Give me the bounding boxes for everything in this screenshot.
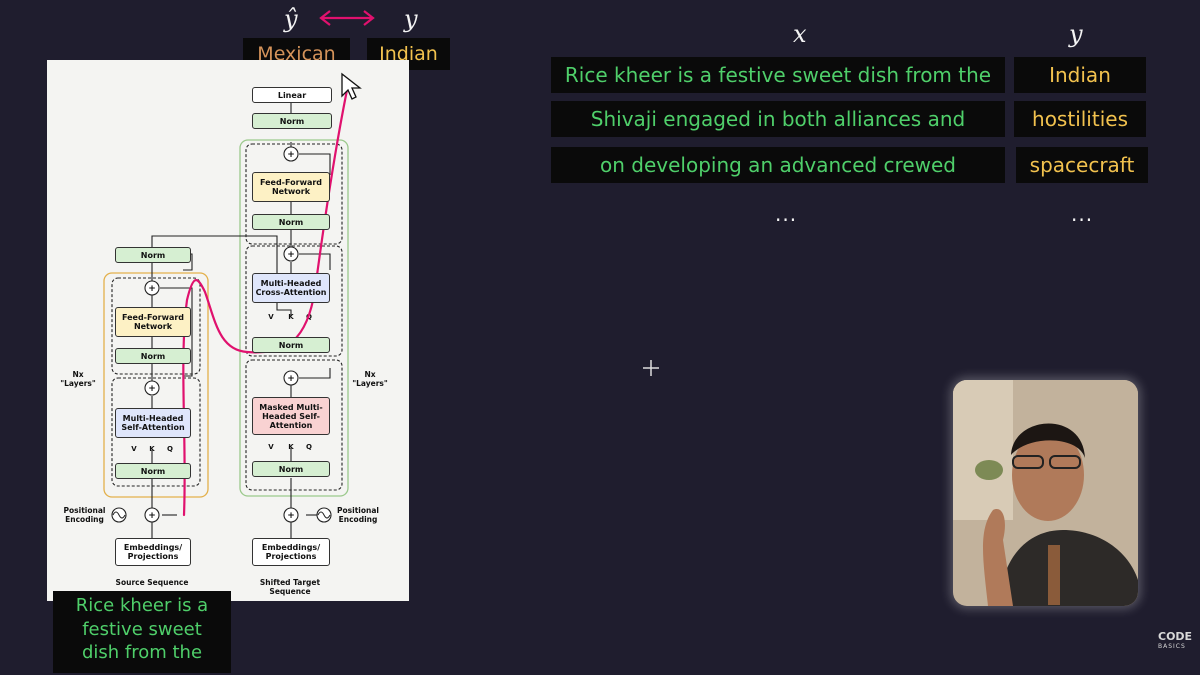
shifted-target-sequence-label: Shifted Target Sequence (259, 578, 321, 596)
decoder-positional-encoding-label: Positional Encoding (337, 506, 379, 524)
decoder-feed-forward-box: Feed-Forward Network (252, 172, 330, 202)
k-input-label: K (149, 445, 155, 453)
y-column-header: y (1069, 20, 1083, 48)
input-sentence-caption: Rice kheer is a festive sweet dish from … (53, 591, 231, 673)
v-input-label: V (268, 443, 274, 451)
sum-node: + (287, 511, 295, 521)
table-row-1-y: Indian (1014, 57, 1146, 93)
caption-line-2: festive sweet (82, 618, 202, 640)
sum-node: + (287, 374, 295, 384)
table-row-3-x: on developing an advanced crewed (551, 147, 1005, 183)
k-input-label: K (288, 313, 294, 321)
caption-line-3: dish from the (81, 642, 203, 663)
masked-self-attention-box: Masked Multi-Headed Self-Attention (252, 397, 330, 435)
sum-node: + (287, 150, 295, 160)
sum-node: + (287, 250, 295, 260)
table-row-1-x: Rice kheer is a festive sweet dish from … (551, 57, 1005, 93)
q-input-label: Q (306, 443, 312, 451)
crosshair-cursor-icon (643, 360, 659, 376)
y-hat-symbol: ŷ (284, 5, 298, 33)
encoder-feed-forward-box: Feed-Forward Network (115, 307, 191, 337)
decoder-embeddings-box: Embeddings/ Projections (252, 538, 330, 566)
table-row-3-y: spacecraft (1016, 147, 1148, 183)
encoder-nx-layers-label: Nx "Layers" (60, 370, 96, 388)
decoder-nx-layers-label: Nx "Layers" (352, 370, 388, 388)
encoder-norm-1: Norm (115, 463, 191, 479)
self-attention-box: Multi-Headed Self-Attention (115, 408, 191, 438)
sum-node: + (148, 384, 156, 394)
source-sequence-label: Source Sequence (115, 578, 189, 587)
encoder-positional-encoding-label: Positional Encoding (63, 506, 106, 524)
table-row-2-y: hostilities (1014, 101, 1146, 137)
sum-node: + (148, 511, 156, 521)
q-input-label: Q (167, 445, 173, 453)
v-input-label: V (131, 445, 137, 453)
encoder-embeddings-box: Embeddings/ Projections (115, 538, 191, 566)
v-input-label: V (268, 313, 274, 321)
diagram-wires: + + + + + + + V K Q V K Q V K Q (103, 88, 349, 538)
caption-line-1: Rice kheer is a (75, 595, 209, 616)
presenter-illustration (953, 380, 1138, 606)
logo-line-1: CODE (1158, 630, 1193, 643)
table-row-2-x: Shivaji engaged in both alliances and (551, 101, 1005, 137)
cross-attention-box: Multi-Headed Cross-Attention (252, 273, 330, 303)
decoder-norm-1: Norm (252, 461, 330, 477)
double-arrow-icon (319, 10, 375, 26)
codebasics-logo: CODE BASICS (1158, 630, 1193, 652)
decoder-norm-final: Norm (252, 113, 332, 129)
presenter-webcam (953, 380, 1138, 606)
decoder-norm-3: Norm (252, 214, 330, 230)
encoder-norm-final: Norm (115, 247, 191, 263)
sum-node: + (148, 284, 156, 294)
encoder-norm-2: Norm (115, 348, 191, 364)
decoder-norm-2: Norm (252, 337, 330, 353)
y-symbol: y (404, 5, 418, 33)
mouse-pointer-icon (341, 72, 362, 100)
k-input-label: K (288, 443, 294, 451)
y-ellipsis: ... (1071, 202, 1094, 226)
logo-line-2: BASICS (1158, 643, 1186, 650)
x-column-header: x (793, 20, 807, 48)
transformer-diagram: + + + + + + + V K Q V K Q V K Q Linear N… (47, 60, 409, 601)
x-ellipsis: ... (775, 202, 798, 226)
linear-box: Linear (252, 87, 332, 103)
